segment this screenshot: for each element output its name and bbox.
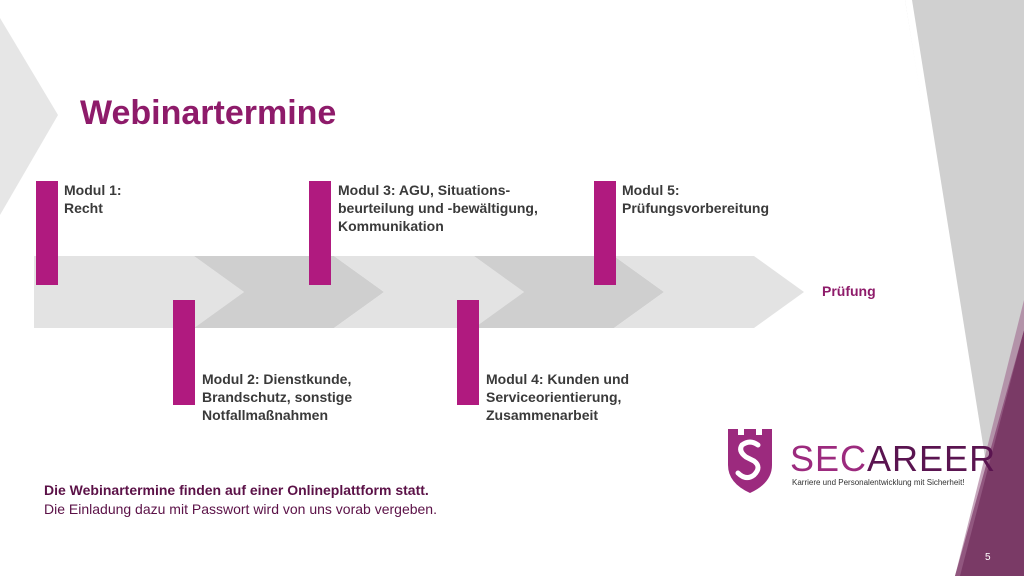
shield-logo-icon [728,429,772,493]
module-2-label: Modul 2: Dienstkunde, Brandschutz, sonst… [202,370,352,424]
module-1-marker [36,181,58,285]
module-2-line2: Brandschutz, sonstige [202,389,353,405]
logo-tagline: Karriere und Personalentwicklung mit Sic… [792,478,965,487]
module-2-marker [173,300,195,405]
module-5-line1: Modul 5: [622,182,680,198]
module-4-label: Modul 4: Kunden und Serviceorientierung,… [486,370,629,424]
module-3-line1: Modul 3: AGU, Situations- [338,182,511,198]
final-step-label: Prüfung [822,283,876,299]
info-note-line1: Die Webinartermine finden auf einer Onli… [44,482,429,498]
module-3-marker [309,181,331,285]
module-4-line1: Modul 4: Kunden und [486,371,630,387]
timeline-arrows [34,256,804,328]
logo-wordmark: SECAREER [790,438,996,480]
module-3-line3: Kommunikation [338,218,444,234]
module-3-line2: beurteilung und -bewältigung, [338,200,538,216]
module-4-marker [457,300,479,405]
info-note: Die Webinartermine finden auf einer Onli… [44,481,437,519]
module-1-label: Modul 1: Recht [64,181,122,217]
logo-suffix: AREER [867,438,997,479]
page-title: Webinartermine [80,94,337,132]
module-4-line2: Serviceorientierung, [486,389,622,405]
module-2-line3: Notfallmaßnahmen [202,407,329,423]
module-5-label: Modul 5: Prüfungsvorbereitung [622,181,769,217]
logo-prefix: SEC [790,438,868,479]
info-note-line2: Die Einladung dazu mit Passwort wird von… [44,501,437,517]
page-number: 5 [985,552,991,563]
module-3-label: Modul 3: AGU, Situations- beurteilung un… [338,181,538,235]
module-1-line1: Modul 1: [64,182,122,198]
module-5-marker [594,181,616,285]
module-4-line3: Zusammenarbeit [486,407,599,423]
module-1-line2: Recht [64,200,103,216]
module-2-line1: Modul 2: Dienstkunde, [202,371,352,387]
module-5-line2: Prüfungsvorbereitung [622,200,770,216]
